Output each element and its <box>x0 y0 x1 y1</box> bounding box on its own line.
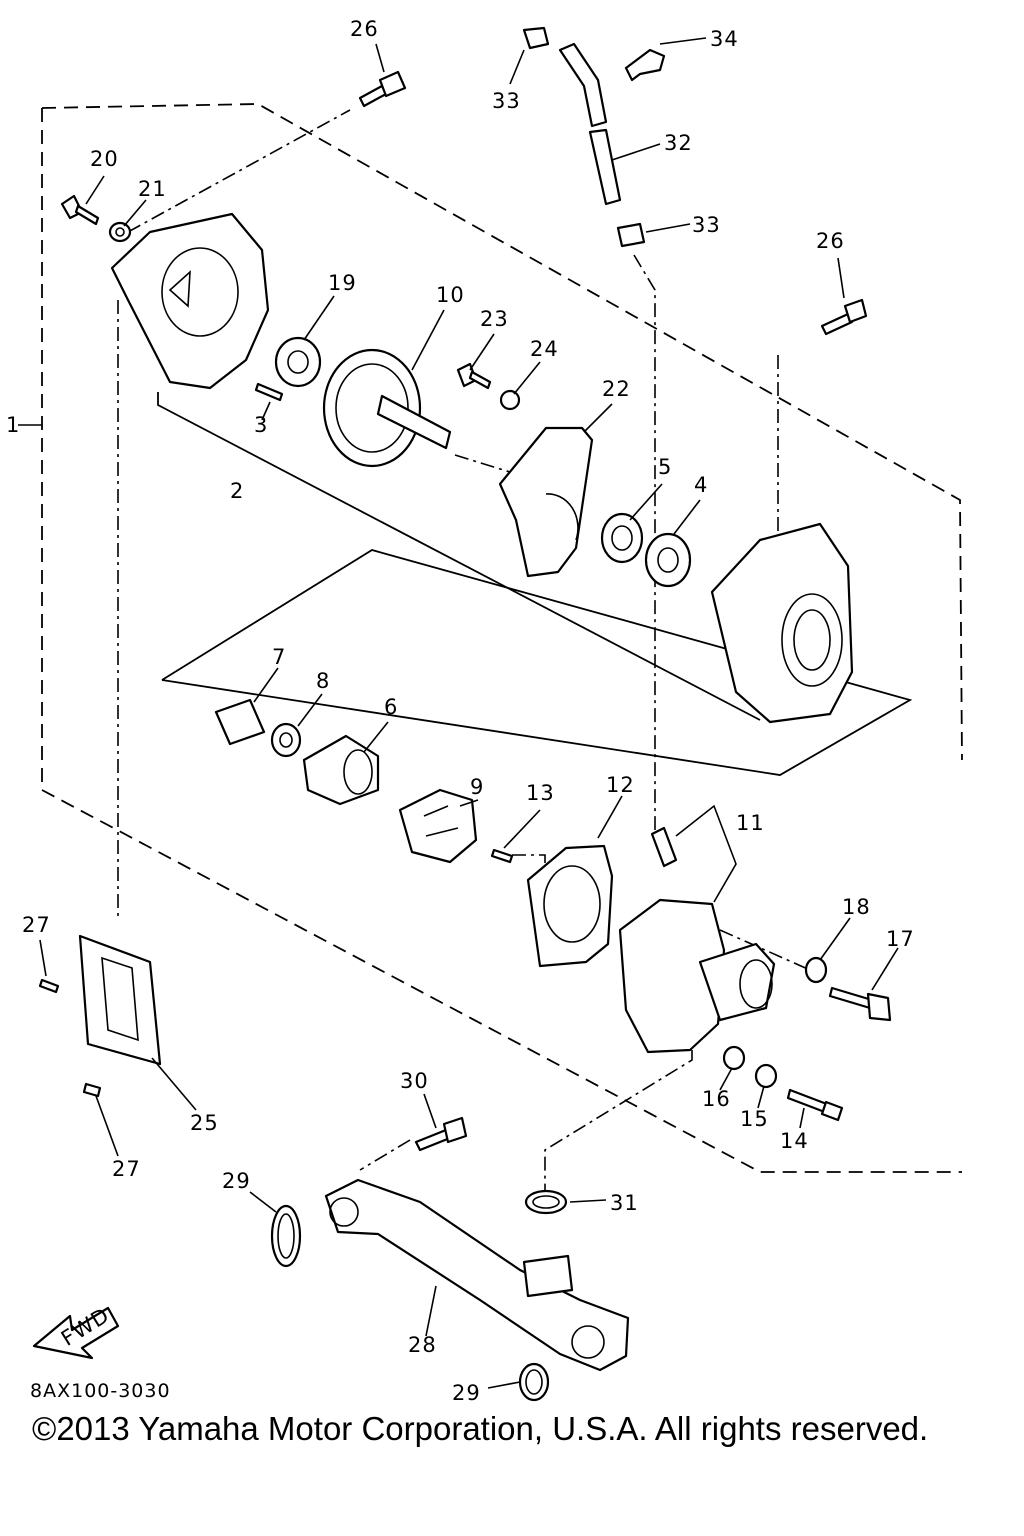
callout-6: 6 <box>384 695 398 719</box>
callout-13: 13 <box>526 781 555 805</box>
callout-25: 25 <box>190 1111 219 1135</box>
callout-30: 30 <box>400 1069 429 1093</box>
part-washer-21 <box>108 221 132 243</box>
axis-pipe <box>359 1139 411 1171</box>
part-oring-29-bottom <box>518 1362 550 1402</box>
callout-8: 8 <box>316 669 330 693</box>
part-housing <box>710 522 854 724</box>
callout-5: 5 <box>658 455 672 479</box>
callout-32: 32 <box>664 131 693 155</box>
part-pin-13 <box>490 848 514 864</box>
part-collar-7 <box>214 698 266 746</box>
part-washer-16 <box>722 1045 746 1071</box>
axis-pump-bolt <box>719 929 811 971</box>
axis-cover-bolt <box>127 109 351 233</box>
callout-3: 3 <box>254 413 268 437</box>
part-clip-34 <box>624 48 666 82</box>
part-bolt-14 <box>786 1088 844 1122</box>
callout-14: 14 <box>780 1129 809 1153</box>
axis-shaft <box>454 454 511 473</box>
callout-22: 22 <box>602 377 631 401</box>
callout-4: 4 <box>694 473 708 497</box>
callout-16: 16 <box>702 1087 731 1111</box>
part-plate-22 <box>498 426 594 578</box>
callout-23: 23 <box>480 307 509 331</box>
callout-12: 12 <box>606 773 635 797</box>
part-bolt-23 <box>456 362 492 390</box>
part-pipe-28 <box>324 1178 630 1372</box>
part-bolt-30 <box>414 1116 468 1152</box>
callout-33-top: 33 <box>492 89 521 113</box>
part-bolt-26-right <box>820 298 868 336</box>
part-clamp-33-top <box>522 26 550 50</box>
part-mechanical-seal-6 <box>302 734 380 806</box>
part-hose-32 <box>558 42 622 206</box>
part-washer-18 <box>804 956 828 984</box>
callout-27-top: 27 <box>22 913 51 937</box>
part-pump-cover-11 <box>618 826 776 1054</box>
part-bolt-20 <box>60 194 100 226</box>
callout-26-top: 26 <box>350 17 379 41</box>
part-nut-15 <box>754 1063 778 1089</box>
part-gear-10 <box>322 348 452 468</box>
part-pin-27-bottom <box>82 1082 102 1098</box>
assembly-boundary <box>41 103 963 1173</box>
callout-labels: 26 33 34 32 33 26 20 21 19 10 23 24 22 5… <box>6 17 915 1405</box>
leader-lines <box>39 37 899 1389</box>
callout-28: 28 <box>408 1333 437 1357</box>
part-dowel-3 <box>254 382 284 402</box>
part-gasket-12 <box>526 844 614 968</box>
callout-2: 2 <box>230 479 244 503</box>
part-pin-27-top <box>38 978 60 994</box>
callout-19: 19 <box>328 271 357 295</box>
callout-11: 11 <box>736 811 765 835</box>
part-bearing-4 <box>644 532 692 588</box>
part-cover <box>110 212 270 390</box>
callout-24: 24 <box>530 337 559 361</box>
axis-oring <box>544 1050 693 1195</box>
callout-21: 21 <box>138 177 167 201</box>
part-oring-29-top <box>270 1204 302 1268</box>
callout-33-bottom: 33 <box>692 213 721 237</box>
copyright-notice: ©2013 Yamaha Motor Corporation, U.S.A. A… <box>32 1410 929 1447</box>
cover-baseline <box>157 392 761 721</box>
callout-31: 31 <box>610 1191 639 1215</box>
part-clamp-33-bottom <box>616 222 646 248</box>
part-impeller-9 <box>398 788 478 864</box>
callout-15: 15 <box>740 1107 769 1131</box>
callout-27-bottom: 27 <box>112 1157 141 1181</box>
callout-10: 10 <box>436 283 465 307</box>
part-gasket-25 <box>78 934 162 1066</box>
callout-9: 9 <box>470 775 484 799</box>
axis-impeller <box>512 854 546 870</box>
callout-29-bottom: 29 <box>452 1381 481 1405</box>
part-oring-31 <box>524 1189 568 1215</box>
part-washer-8 <box>270 722 302 758</box>
part-bolt-26-top <box>358 70 407 108</box>
part-bearing-19 <box>274 336 322 388</box>
callout-17: 17 <box>886 927 915 951</box>
part-seal-5 <box>600 512 644 564</box>
callout-29-top: 29 <box>222 1169 251 1193</box>
diagram-code: 8AX100-3030 <box>30 1380 171 1402</box>
callout-26-right: 26 <box>816 229 845 253</box>
callout-20: 20 <box>90 147 119 171</box>
inner-frame <box>161 549 913 776</box>
axis-hose <box>633 254 656 830</box>
part-washer-24 <box>499 389 521 411</box>
callout-34: 34 <box>710 27 739 51</box>
callout-1: 1 <box>6 413 20 437</box>
callout-7: 7 <box>272 645 286 669</box>
callout-18: 18 <box>842 895 871 919</box>
part-bolt-17 <box>828 986 892 1022</box>
fwd-arrow-icon: FWD <box>32 1303 120 1360</box>
